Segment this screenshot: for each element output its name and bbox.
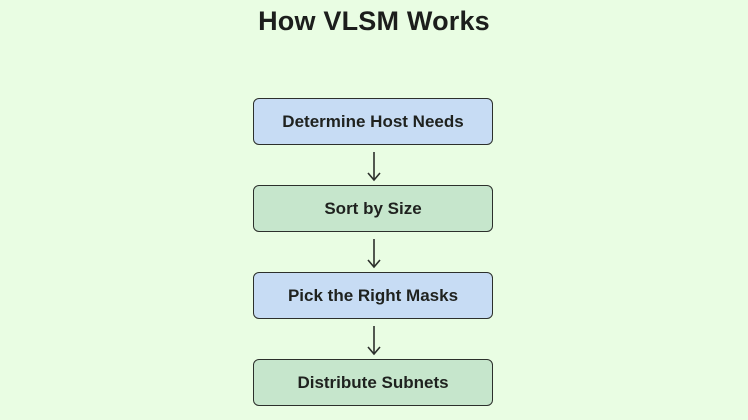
- step-sort-by-size: Sort by Size: [253, 185, 493, 232]
- step-distribute-subnets: Distribute Subnets: [253, 359, 493, 406]
- diagram-title: How VLSM Works: [258, 6, 490, 36]
- arrow-down-icon: [367, 326, 381, 356]
- arrow-down-icon: [367, 152, 381, 182]
- arrow-down-icon: [367, 239, 381, 269]
- step-determine-host-needs: Determine Host Needs: [253, 98, 493, 145]
- step-pick-right-masks: Pick the Right Masks: [253, 272, 493, 319]
